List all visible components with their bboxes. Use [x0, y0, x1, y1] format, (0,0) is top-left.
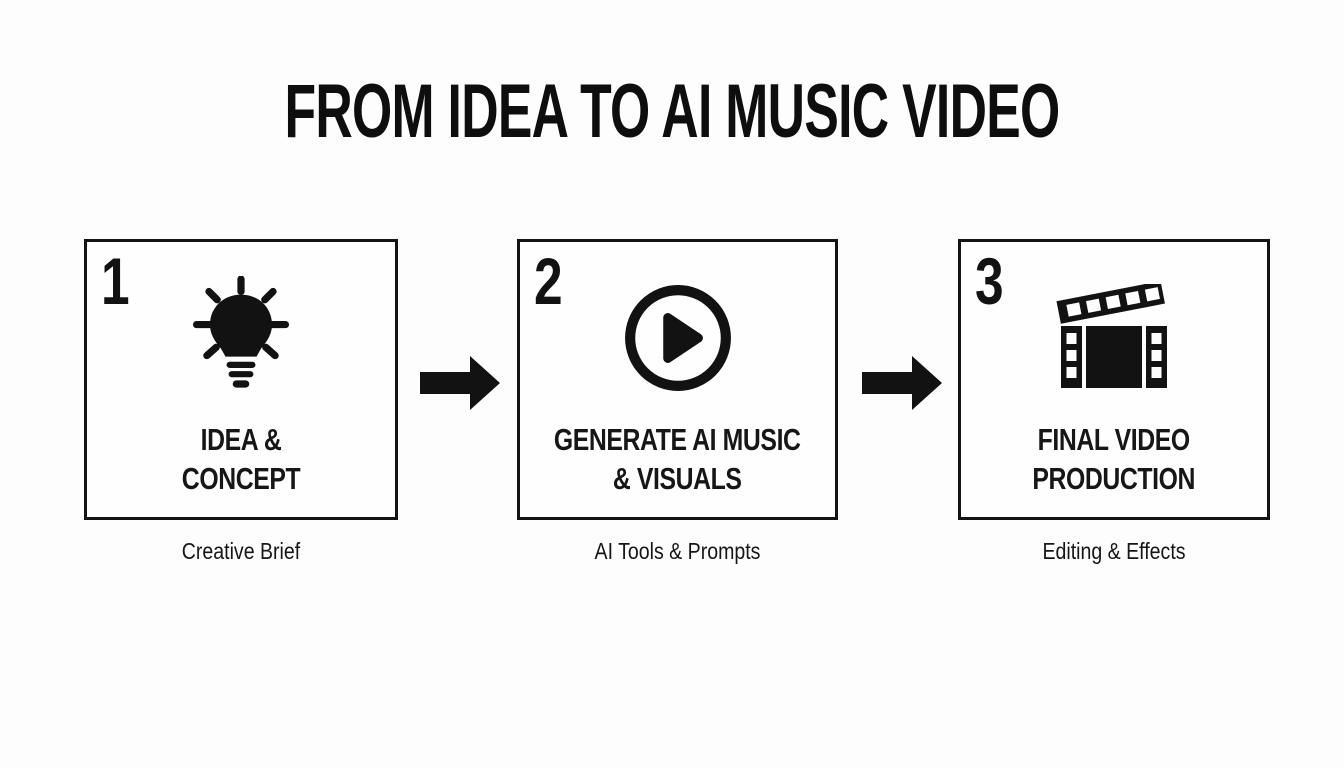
- step-number: 1: [101, 244, 130, 318]
- lightbulb-icon: [183, 276, 299, 400]
- step-box-final-video: 3: [958, 239, 1270, 520]
- clapperboard-icon: [1055, 276, 1173, 400]
- step-box-idea-concept: 1 IDEA & CONCEPT: [84, 239, 398, 520]
- step-caption: Creative Brief: [181, 538, 301, 564]
- right-arrow-icon: [420, 355, 500, 411]
- diagram-title: FROM IDEA TO AI MUSIC VIDEO: [284, 69, 1060, 154]
- play-icon: [622, 276, 734, 400]
- step-number: 2: [534, 244, 563, 318]
- right-arrow-icon: [862, 355, 942, 411]
- step-label: GENERATE AI MUSIC & VISUALS: [554, 422, 801, 496]
- step-caption: Editing & Effects: [1042, 538, 1186, 564]
- step-label: IDEA & CONCEPT: [181, 422, 301, 496]
- step-label: FINAL VIDEO PRODUCTION: [1032, 422, 1196, 496]
- step-number: 3: [975, 244, 1004, 318]
- step-caption: AI Tools & Prompts: [594, 538, 761, 564]
- step-box-generate-ai: 2 GENERATE AI MUSIC & VISUALS: [517, 239, 838, 520]
